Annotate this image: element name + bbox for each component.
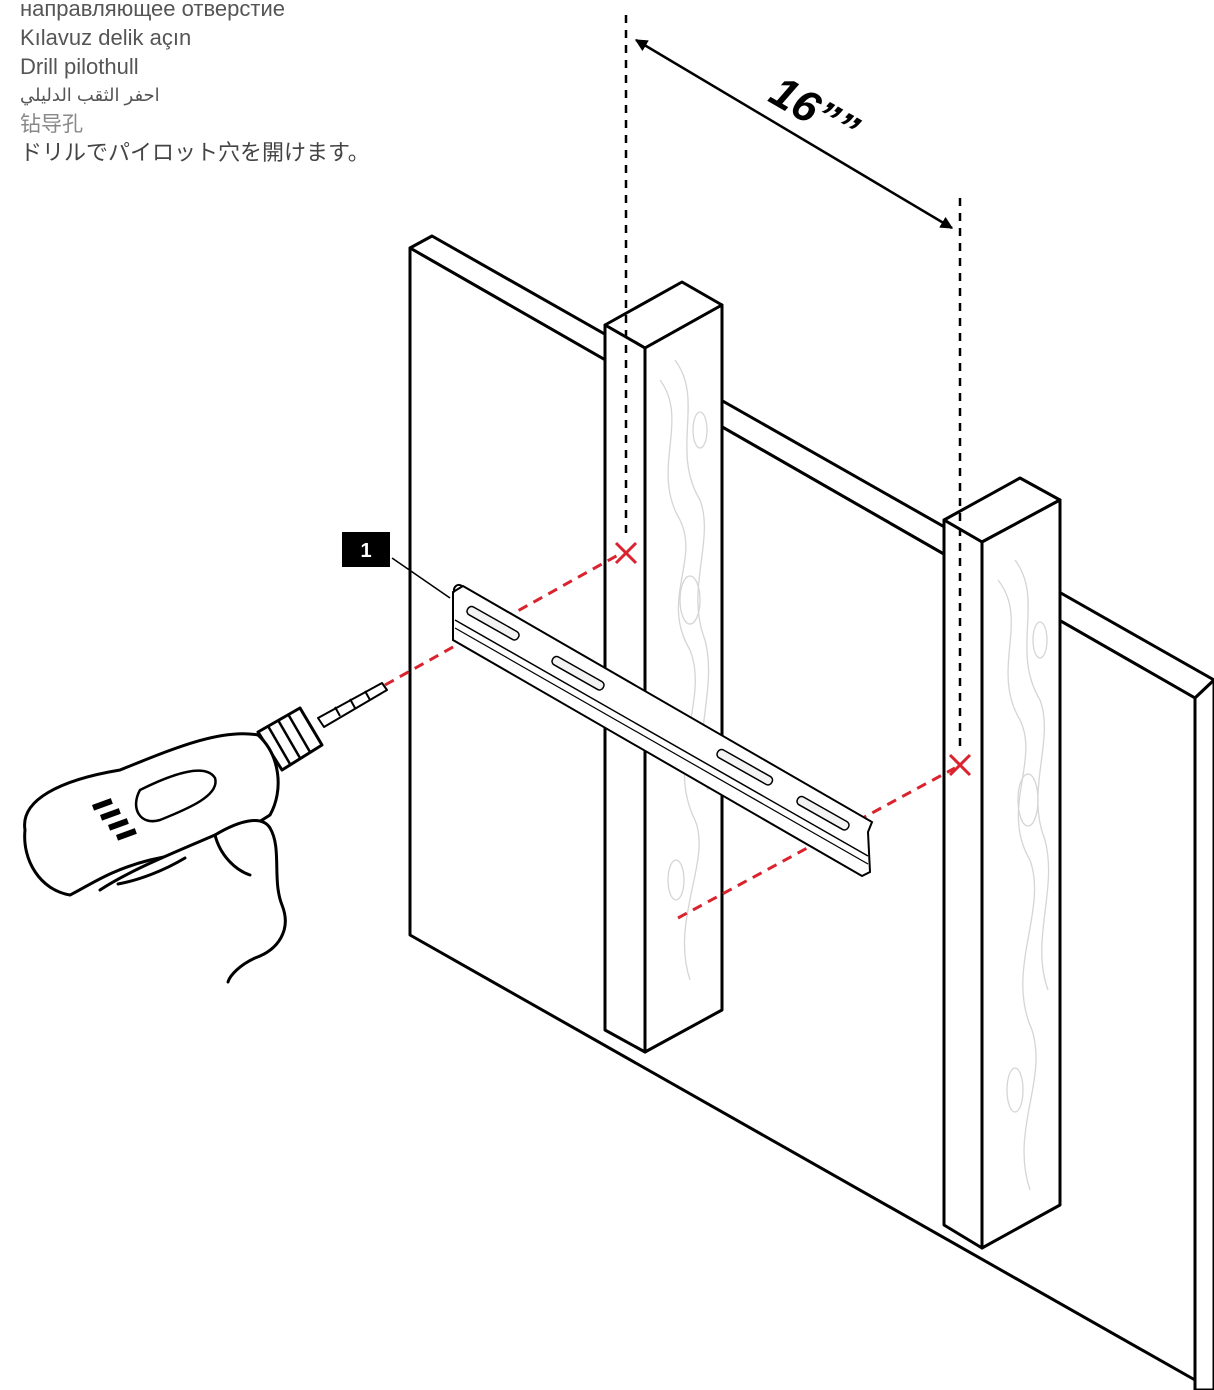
instruction-ru: направляющее отверстие: [20, 0, 285, 21]
instruction-ja: ドリルでパイロット穴を開けます。: [20, 141, 370, 166]
drill-mark-x: [948, 753, 972, 777]
instruction-zh: 钻导孔: [20, 112, 83, 136]
wall-stud: [603, 280, 724, 1054]
dimension-arrow: [634, 38, 954, 230]
instruction-tr: Kılavuz delik açın: [20, 25, 192, 50]
wall-stud: [942, 476, 1062, 1250]
callout-1: 1: [342, 532, 451, 599]
hand-icon: [98, 819, 287, 984]
drill-icon: [23, 682, 388, 897]
dimension-label: 16””: [762, 67, 867, 156]
stud-center-line: [624, 15, 962, 750]
wall-mount-bracket: [452, 583, 874, 878]
drill-mark-x: [614, 541, 638, 565]
instruction-text: направляющее отверстие Kılavuz delik açı…: [20, 0, 370, 168]
callout-number: 1: [360, 540, 371, 562]
instruction-ar: احفر الثقب الدليلي: [20, 85, 160, 105]
instruction-no: Drill pilothull: [20, 54, 139, 79]
